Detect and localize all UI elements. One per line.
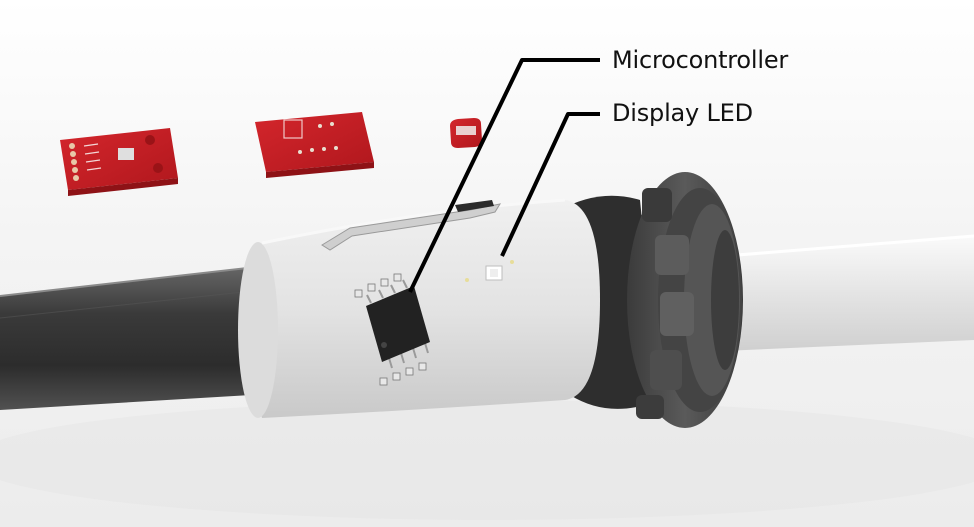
pcb-breakout-board-left — [60, 128, 178, 196]
callout-label-microcontroller: Microcontroller — [612, 46, 789, 74]
callout-line-display-led — [500, 112, 600, 257]
callout-label-display-led: Display LED — [612, 99, 753, 127]
white-tube — [699, 234, 974, 352]
pcb-breakout-board-small — [450, 118, 482, 148]
microcontroller-chip — [354, 273, 430, 386]
pcb-breakout-board-middle — [255, 112, 374, 178]
callout-line-microcontroller — [408, 58, 600, 293]
display-led — [465, 260, 514, 282]
